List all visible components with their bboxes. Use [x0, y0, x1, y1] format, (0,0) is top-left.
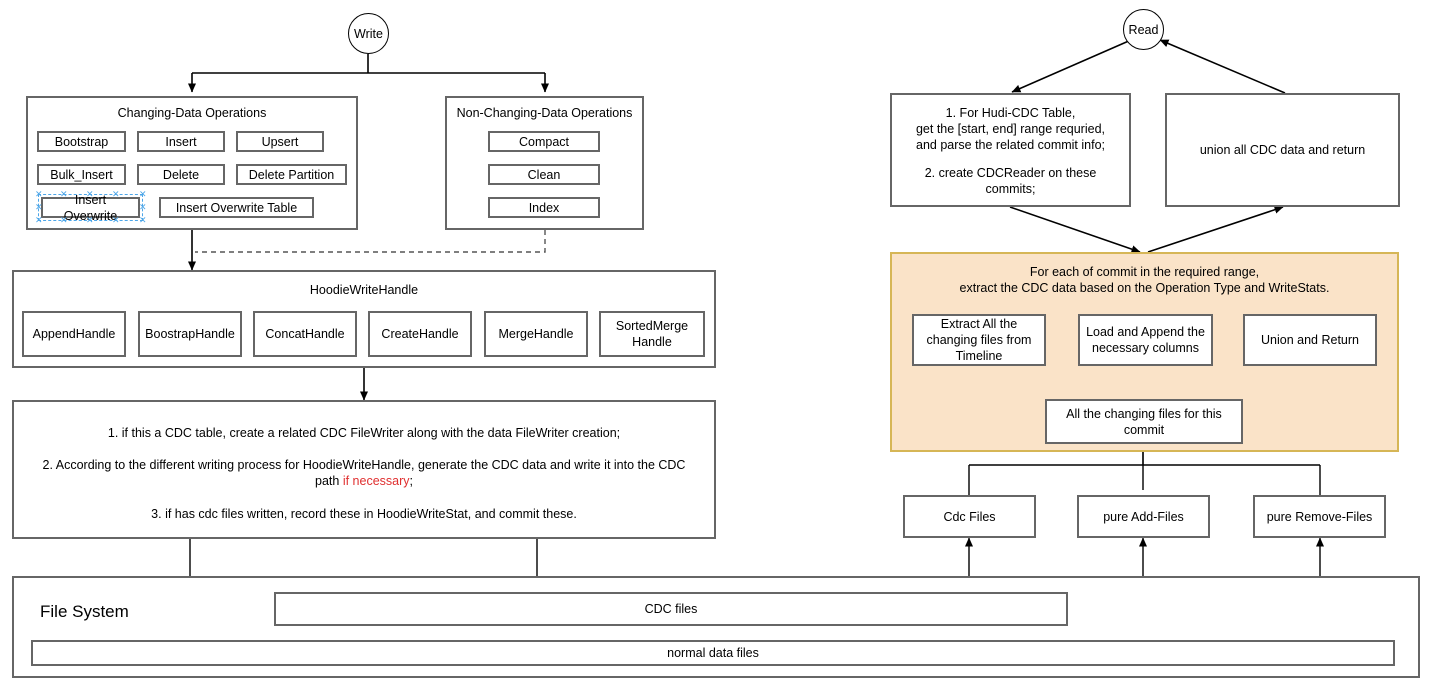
source-cdc-files[interactable]: Cdc Files: [903, 495, 1036, 538]
read-prepare-line-3: and parse the related commit info;: [916, 138, 1105, 152]
selection-handle-icon[interactable]: ✕: [60, 215, 68, 225]
selection-handle-icon[interactable]: ✕: [86, 189, 94, 199]
cdc-write-step-1: 1. if this a CDC table, create a related…: [107, 426, 621, 440]
read-prepare-box[interactable]: 1. For Hudi-CDC Table, get the [start, e…: [890, 93, 1131, 207]
op-delete[interactable]: Delete: [137, 164, 225, 185]
write-start-node[interactable]: Write: [348, 13, 389, 54]
op-delete-partition[interactable]: Delete Partition: [236, 164, 347, 185]
cdc-write-step-3: 3. if has cdc files written, record thes…: [151, 507, 577, 521]
per-commit-extract-title-line-2: extract the CDC data based on the Operat…: [959, 281, 1330, 296]
op-bulk-insert[interactable]: Bulk_Insert: [37, 164, 126, 185]
hoodie-write-handle-title: HoodieWriteHandle: [309, 283, 419, 297]
handle-concat[interactable]: ConcatHandle: [253, 311, 357, 357]
selection-handle-icon[interactable]: ✕: [139, 215, 147, 225]
read-prepare-line-4: 2. create CDCReader on these: [924, 166, 1097, 180]
read-prepare-line-1: 1. For Hudi-CDC Table,: [945, 106, 1076, 120]
selection-handle-icon[interactable]: ✕: [35, 202, 43, 212]
op-index[interactable]: Index: [488, 197, 600, 218]
cdc-write-step-2-path-prefix: path: [315, 473, 343, 488]
normal-data-files-store[interactable]: normal data files: [31, 640, 1395, 666]
cdc-write-steps-box: 1. if this a CDC table, create a related…: [12, 400, 716, 539]
per-commit-extract-title-line-1: For each of commit in the required range…: [1029, 265, 1260, 279]
op-clean[interactable]: Clean: [488, 164, 600, 185]
selection-handle-icon[interactable]: ✕: [112, 215, 120, 225]
cdc-files-store[interactable]: CDC files: [274, 592, 1068, 626]
non-changing-data-operations-title: Non-Changing-Data Operations: [456, 106, 633, 120]
union-and-return-box[interactable]: Union and Return: [1243, 314, 1377, 366]
file-system-label: File System: [40, 602, 129, 621]
selection-handle-icon[interactable]: ✕: [139, 202, 147, 212]
op-upsert[interactable]: Upsert: [236, 131, 324, 152]
cdc-write-step-2: 2. According to the different writing pr…: [24, 458, 704, 489]
read-start-node[interactable]: Read: [1123, 9, 1164, 50]
cdc-write-step-2-line-a: 2. According to the different writing pr…: [42, 458, 686, 472]
cdc-write-step-2-suffix: ;: [409, 473, 413, 488]
selection-handle-icon[interactable]: ✕: [35, 215, 43, 225]
read-union-box[interactable]: union all CDC data and return: [1165, 93, 1400, 207]
write-start-label: Write: [354, 26, 383, 41]
hoodie-write-handle-group: HoodieWriteHandle: [12, 270, 716, 368]
changing-data-operations-title: Changing-Data Operations: [117, 106, 267, 120]
per-commit-extract-title: For each of commit in the required range…: [892, 264, 1397, 297]
op-insert-overwrite[interactable]: Insert Overwrite: [41, 193, 140, 223]
read-prepare-line-5: commits;: [985, 182, 1036, 196]
handle-append[interactable]: AppendHandle: [22, 311, 126, 357]
selection-handle-icon[interactable]: ✕: [112, 189, 120, 199]
op-bootstrap[interactable]: Bootstrap: [37, 131, 126, 152]
selection-handle-icon[interactable]: ✕: [60, 189, 68, 199]
handle-merge[interactable]: MergeHandle: [484, 311, 588, 357]
handle-create[interactable]: CreateHandle: [368, 311, 472, 357]
op-compact[interactable]: Compact: [488, 131, 600, 152]
source-pure-add-files[interactable]: pure Add-Files: [1077, 495, 1210, 538]
read-start-label: Read: [1128, 22, 1159, 37]
op-insert-overwrite-table[interactable]: Insert Overwrite Table: [159, 197, 314, 218]
source-pure-remove-files[interactable]: pure Remove-Files: [1253, 495, 1386, 538]
selection-handle-icon[interactable]: ✕: [35, 189, 43, 199]
cdc-write-step-2-if-necessary: if necessary: [342, 473, 410, 488]
selection-handle-icon[interactable]: ✕: [139, 189, 147, 199]
read-prepare-line-2: get the [start, end] range requried,: [915, 122, 1105, 136]
handle-bootstrap[interactable]: BoostrapHandle: [138, 311, 242, 357]
selection-handle-icon[interactable]: ✕: [86, 215, 94, 225]
op-insert[interactable]: Insert: [137, 131, 225, 152]
